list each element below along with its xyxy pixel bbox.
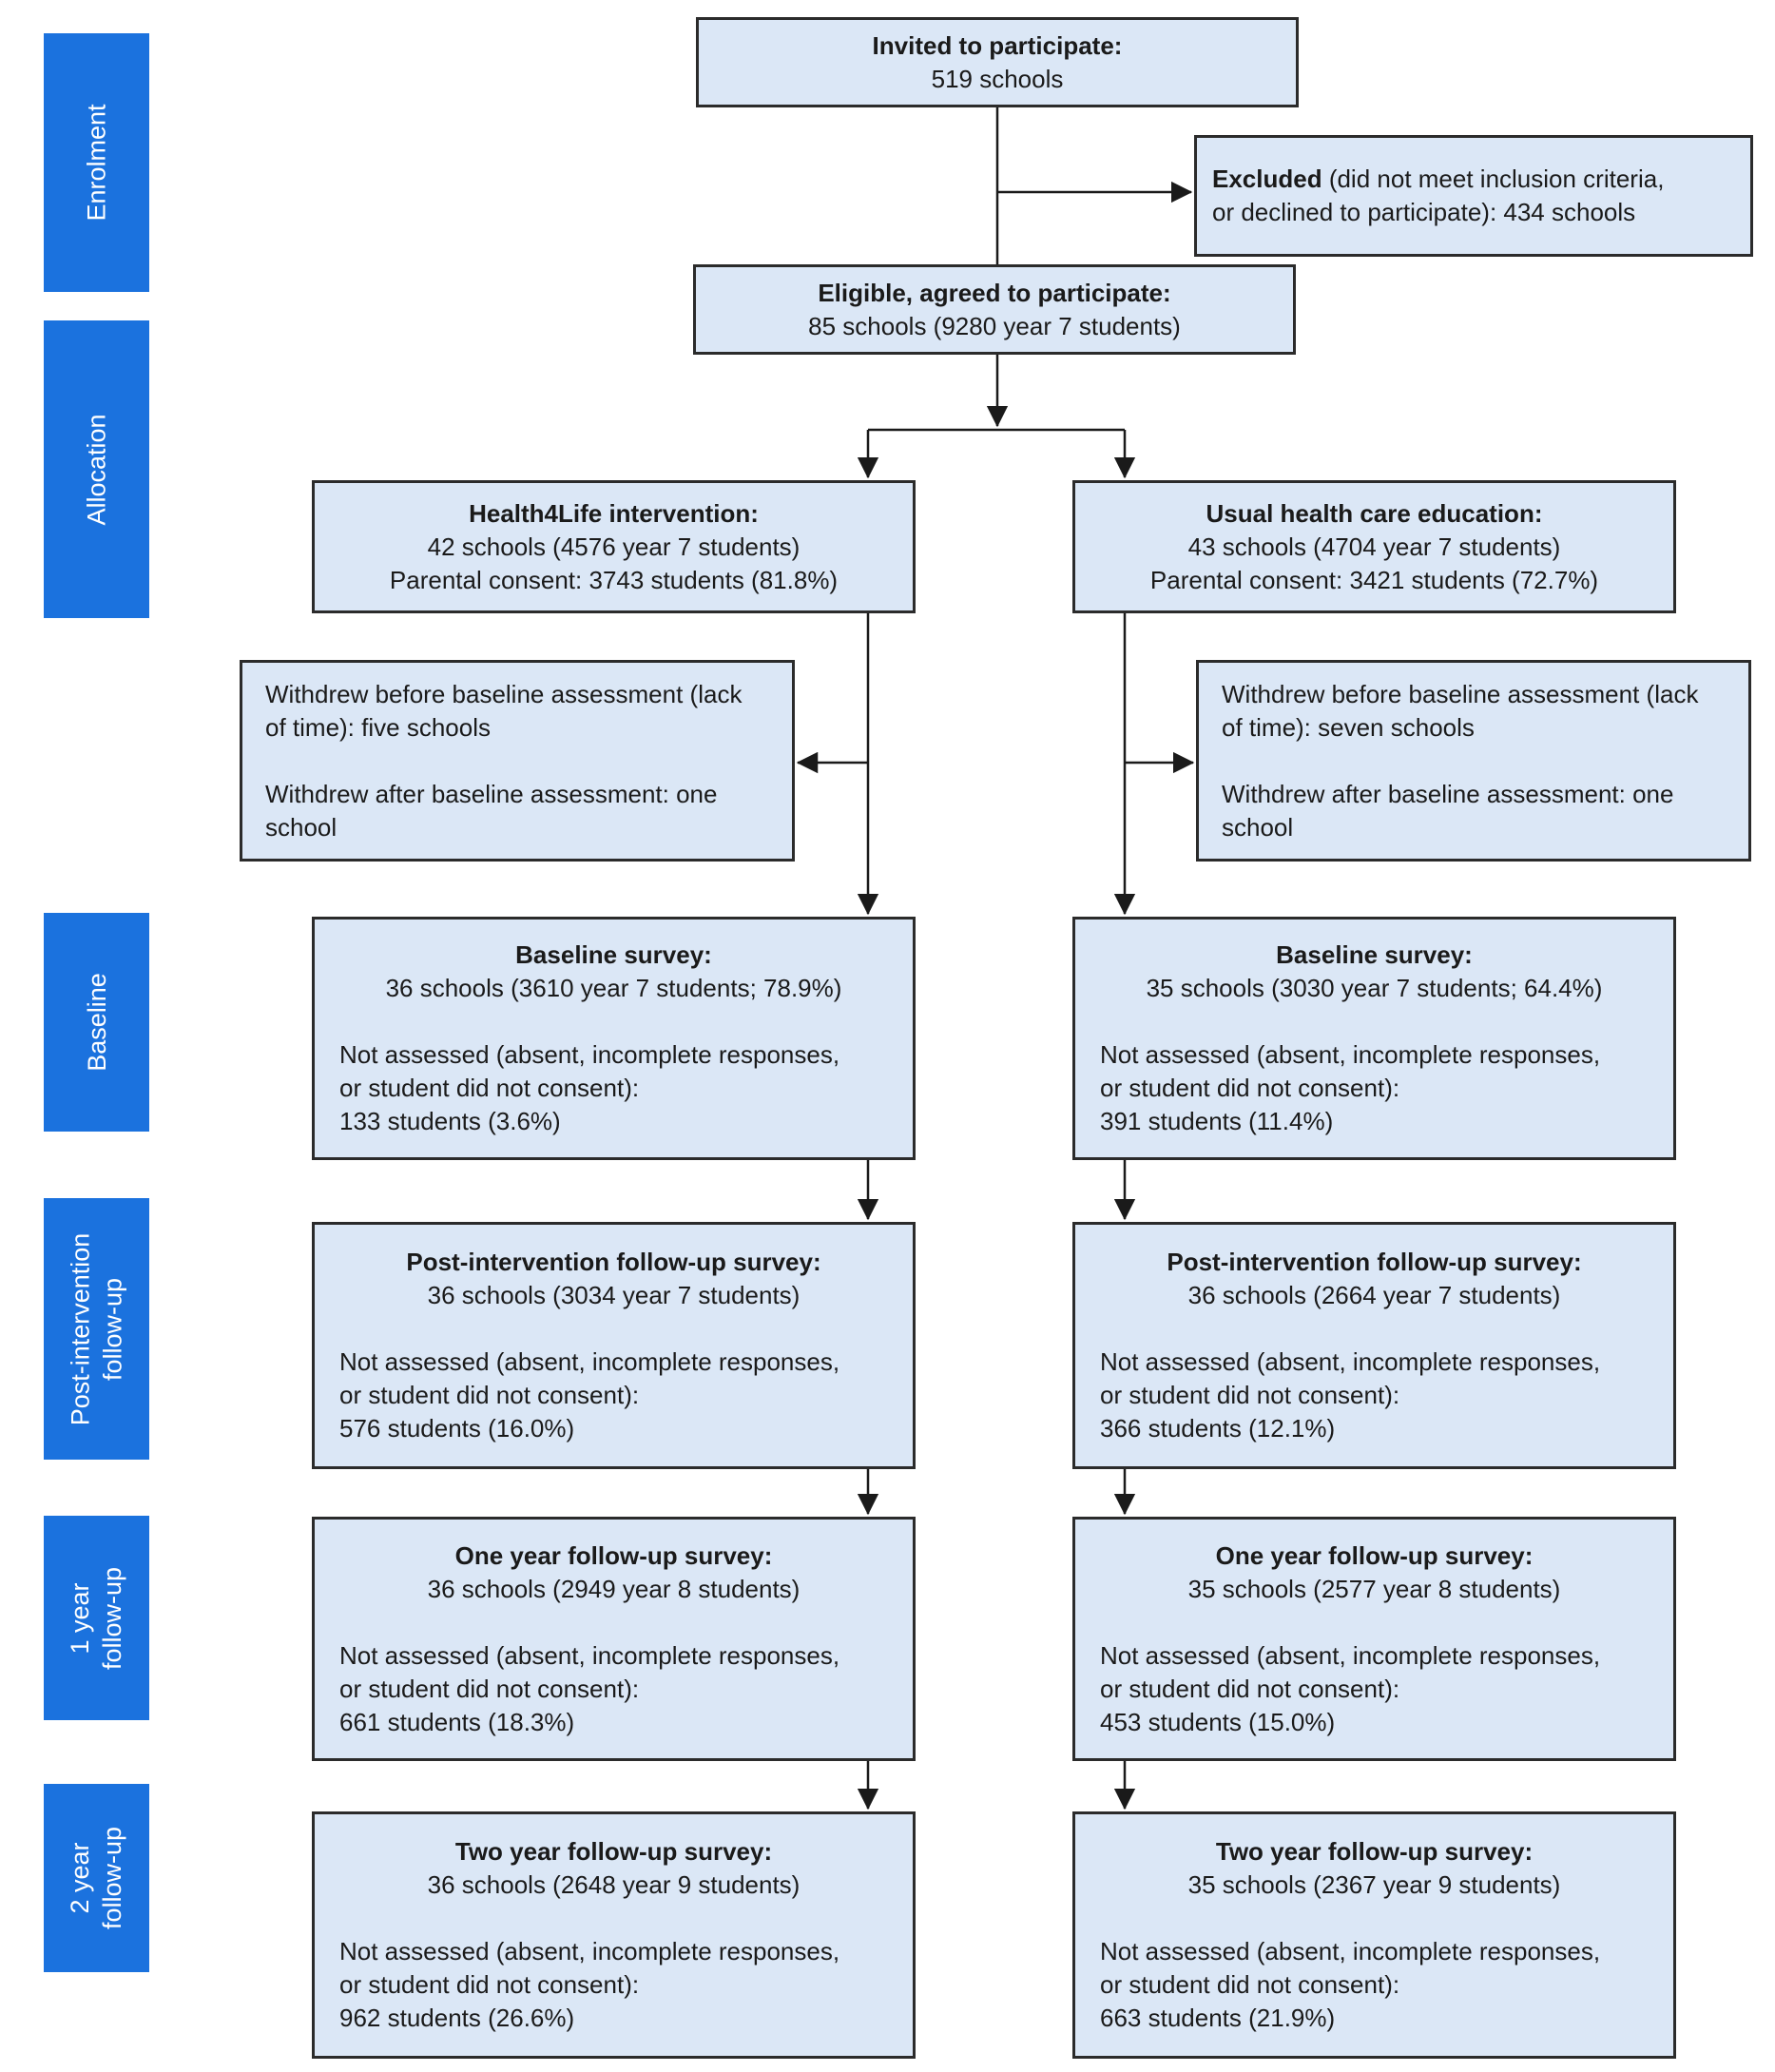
intervention-withdrew-box: Withdrew before baseline assessment (lac…	[240, 660, 795, 862]
eligible-box: Eligible, agreed to participate: 85 scho…	[693, 264, 1296, 355]
rail-enrolment-label: Enrolment	[82, 104, 111, 222]
withdrew-after-text: Withdrew after baseline assessment: one …	[1222, 779, 1674, 842]
not-assessed-text: Not assessed (absent, incomplete respons…	[315, 1639, 853, 1739]
not-assessed-count: 661 students (18.3%)	[339, 1707, 575, 1736]
survey-title: One year follow-up survey:	[1215, 1540, 1534, 1570]
survey-count: 35 schools (2367 year 9 students)	[1187, 1870, 1561, 1899]
intervention-post-box: Post-intervention follow-up survey: 36 s…	[312, 1222, 916, 1469]
survey-count: 36 schools (2949 year 8 students)	[427, 1574, 801, 1603]
not-assessed-count: 663 students (21.9%)	[1100, 2004, 1336, 2032]
intervention-allocation-schools: 42 schools (4576 year 7 students)	[427, 532, 801, 561]
survey-title: One year follow-up survey:	[454, 1540, 773, 1570]
not-assessed-count: 962 students (26.6%)	[339, 2004, 575, 2032]
withdrew-before-text: Withdrew before baseline assessment (lac…	[265, 679, 743, 742]
survey-title: Post-intervention follow-up survey:	[1167, 1248, 1582, 1276]
not-assessed-count: 453 students (15.0%)	[1100, 1707, 1336, 1736]
invited-title: Invited to participate:	[872, 30, 1123, 60]
survey-count: 35 schools (3030 year 7 students; 64.4%)	[1146, 974, 1603, 1002]
control-two-year-box: Two year follow-up survey: 35 schools (2…	[1072, 1811, 1676, 2059]
survey-count: 36 schools (2648 year 9 students)	[427, 1870, 801, 1899]
control-one-year-box: One year follow-up survey: 35 schools (2…	[1072, 1517, 1676, 1761]
intervention-baseline-box: Baseline survey: 36 schools (3610 year 7…	[312, 917, 916, 1160]
control-allocation-consent: Parental consent: 3421 students (72.7%)	[1149, 565, 1599, 594]
invited-count: 519 schools	[931, 64, 1064, 93]
excluded-line1: Excluded (did not meet inclusion criteri…	[1212, 165, 1665, 193]
excluded-line2: or declined to participate): 434 schools	[1212, 198, 1636, 226]
survey-count: 35 schools (2577 year 8 students)	[1187, 1574, 1561, 1603]
intervention-one-year-box: One year follow-up survey: 36 schools (2…	[312, 1517, 916, 1761]
not-assessed-count: 366 students (12.1%)	[1100, 1414, 1336, 1443]
control-withdrew-box: Withdrew before baseline assessment (lac…	[1196, 660, 1751, 862]
not-assessed-text: Not assessed (absent, incomplete respons…	[315, 1038, 853, 1138]
control-baseline-box: Baseline survey: 35 schools (3030 year 7…	[1072, 917, 1676, 1160]
survey-title: Two year follow-up survey:	[1215, 1837, 1534, 1866]
survey-count: 36 schools (2664 year 7 students)	[1187, 1281, 1561, 1309]
control-allocation-box: Usual health care education: 43 schools …	[1072, 480, 1676, 613]
rail-enrolment: Enrolment	[44, 33, 149, 292]
survey-title: Baseline survey:	[1276, 940, 1473, 969]
rail-allocation: Allocation	[44, 320, 149, 618]
eligible-count: 85 schools (9280 year 7 students)	[808, 311, 1181, 340]
control-allocation-title: Usual health care education:	[1206, 498, 1543, 528]
intervention-allocation-box: Health4Life intervention: 42 schools (45…	[312, 480, 916, 613]
not-assessed-count: 576 students (16.0%)	[339, 1414, 575, 1443]
not-assessed-text: Not assessed (absent, incomplete respons…	[315, 1935, 853, 2035]
not-assessed-text: Not assessed (absent, incomplete respons…	[1075, 1038, 1613, 1138]
control-allocation-schools: 43 schools (4704 year 7 students)	[1187, 532, 1561, 561]
excluded-box: Excluded (did not meet inclusion criteri…	[1194, 135, 1753, 257]
not-assessed-text: Not assessed (absent, incomplete respons…	[315, 1346, 853, 1445]
withdrew-before-text: Withdrew before baseline assessment (lac…	[1222, 679, 1699, 742]
invited-box: Invited to participate: 519 schools	[696, 17, 1299, 107]
survey-title: Post-intervention follow-up survey:	[406, 1248, 821, 1276]
not-assessed-text: Not assessed (absent, incomplete respons…	[1075, 1346, 1613, 1445]
rail-allocation-label: Allocation	[82, 413, 111, 526]
control-post-box: Post-intervention follow-up survey: 36 s…	[1072, 1222, 1676, 1469]
eligible-title: Eligible, agreed to participate:	[818, 278, 1171, 307]
not-assessed-count: 391 students (11.4%)	[1100, 1107, 1334, 1135]
intervention-allocation-title: Health4Life intervention:	[469, 498, 759, 528]
not-assessed-text: Not assessed (absent, incomplete respons…	[1075, 1935, 1613, 2035]
survey-count: 36 schools (3610 year 7 students; 78.9%)	[385, 974, 842, 1002]
intervention-allocation-consent: Parental consent: 3743 students (81.8%)	[389, 565, 839, 594]
survey-title: Baseline survey:	[515, 940, 712, 969]
rail-baseline: Baseline	[44, 913, 149, 1132]
survey-count: 36 schools (3034 year 7 students)	[427, 1281, 801, 1309]
rail-baseline-label: Baseline	[82, 973, 111, 1072]
intervention-two-year-box: Two year follow-up survey: 36 schools (2…	[312, 1811, 916, 2059]
survey-title: Two year follow-up survey:	[454, 1837, 773, 1866]
not-assessed-count: 133 students (3.6%)	[339, 1107, 561, 1135]
withdrew-after-text: Withdrew after baseline assessment: one …	[265, 779, 718, 842]
not-assessed-text: Not assessed (absent, incomplete respons…	[1075, 1639, 1613, 1739]
